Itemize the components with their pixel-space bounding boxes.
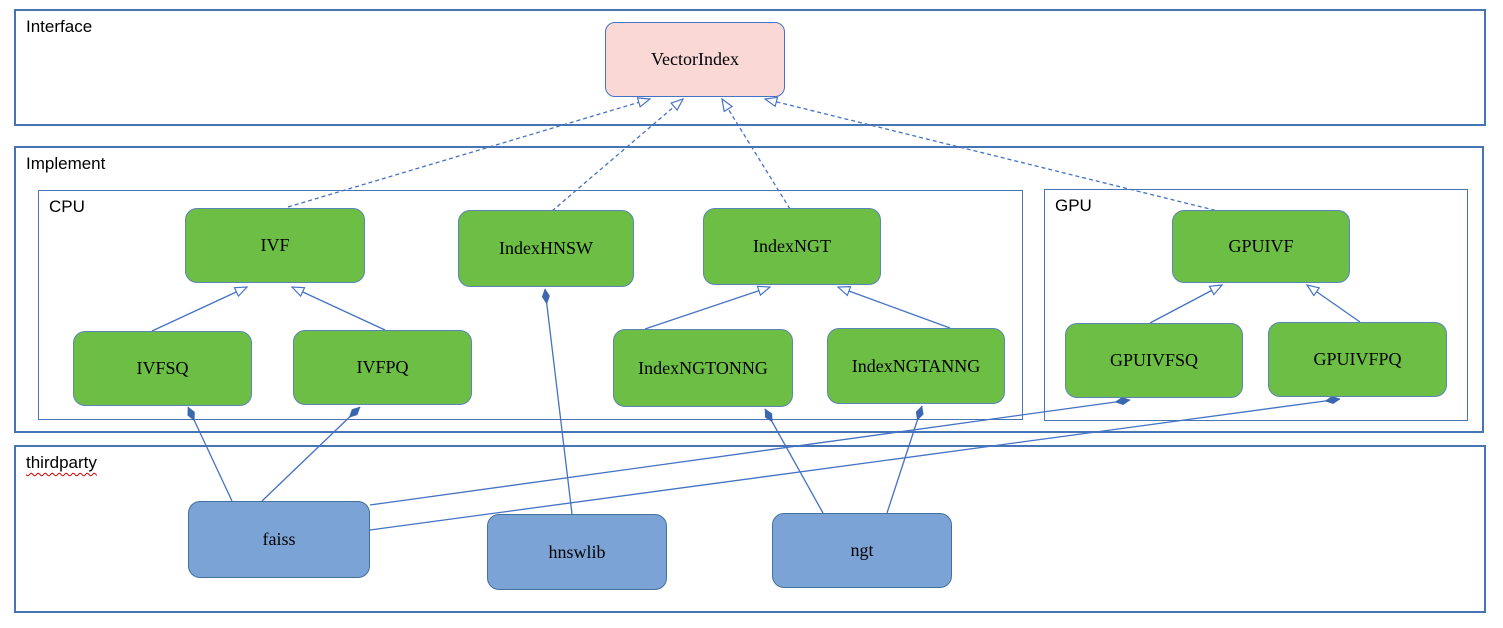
node-faiss-label: faiss [262,529,296,549]
node-indexngtonng[interactable]: IndexNGTONNG [613,329,793,407]
node-indexngt[interactable]: IndexNGT [703,208,881,285]
node-gpuivf-label: GPUIVF [1228,236,1294,256]
node-hnswlib[interactable]: hnswlib [487,514,667,590]
node-indexngtanng-label: IndexNGTANNG [851,355,981,376]
thirdparty-container-label: thirdparty [26,453,97,472]
node-indexngt-label: IndexNGT [753,236,831,256]
node-vectorindex-label: VectorIndex [651,49,739,69]
node-indexngtonng-label: IndexNGTONNG [638,357,768,378]
node-ngt[interactable]: ngt [772,513,952,588]
node-gpuivfsq-label: GPUIVFSQ [1109,350,1199,370]
node-gpuivfsq[interactable]: GPUIVFSQ [1065,323,1243,398]
interface-container-label: Interface [26,17,93,36]
node-indexhnsw[interactable]: IndexHNSW [458,210,634,287]
node-indexhnsw-label: IndexHNSW [499,238,593,258]
node-gpuivf[interactable]: GPUIVF [1172,210,1350,283]
node-ivfpq[interactable]: IVFPQ [293,330,472,405]
node-gpuivfpq[interactable]: GPUIVFPQ [1268,322,1447,397]
node-faiss[interactable]: faiss [188,501,370,578]
node-indexngtanng[interactable]: IndexNGTANNG [827,328,1005,404]
implement-container-label: Implement [26,154,106,173]
gpu-container-label: GPU [1055,196,1092,215]
node-ivfsq-label: IVFSQ [136,358,189,378]
node-ivfsq[interactable]: IVFSQ [73,331,252,406]
node-ivfpq-label: IVFPQ [356,357,409,377]
node-vectorindex[interactable]: VectorIndex [605,22,785,97]
node-ngt-label: ngt [850,540,874,560]
cpu-container-label: CPU [49,197,85,216]
node-hnswlib-label: hnswlib [548,541,606,562]
node-gpuivfpq-label: GPUIVFPQ [1313,349,1402,369]
node-ivf[interactable]: IVF [185,208,365,283]
node-ivf-label: IVF [260,235,290,255]
